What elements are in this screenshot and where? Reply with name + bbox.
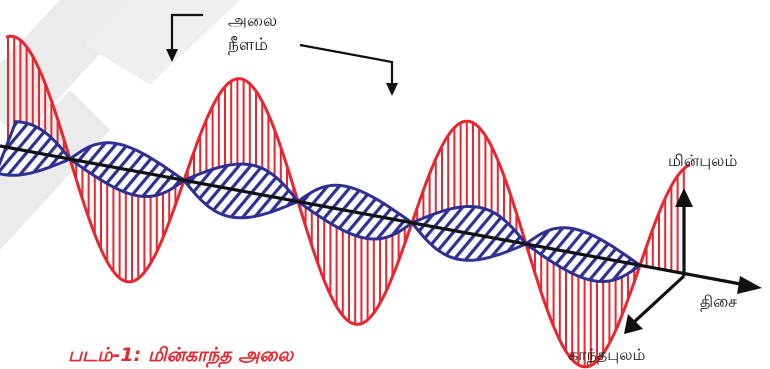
magnetic-field-wave: [0, 122, 640, 282]
electric-field-label: மின்புலம்: [668, 151, 737, 170]
figure-caption: படம்-1: மின்காந்த அலை: [68, 344, 294, 368]
wavelength-label-line2: நீளம்: [228, 35, 268, 55]
direction-label: திசை: [700, 292, 737, 311]
magnetic-field-label: காந்தபுலம்: [568, 345, 645, 364]
wavelength-label-line1: அலை: [228, 11, 277, 31]
